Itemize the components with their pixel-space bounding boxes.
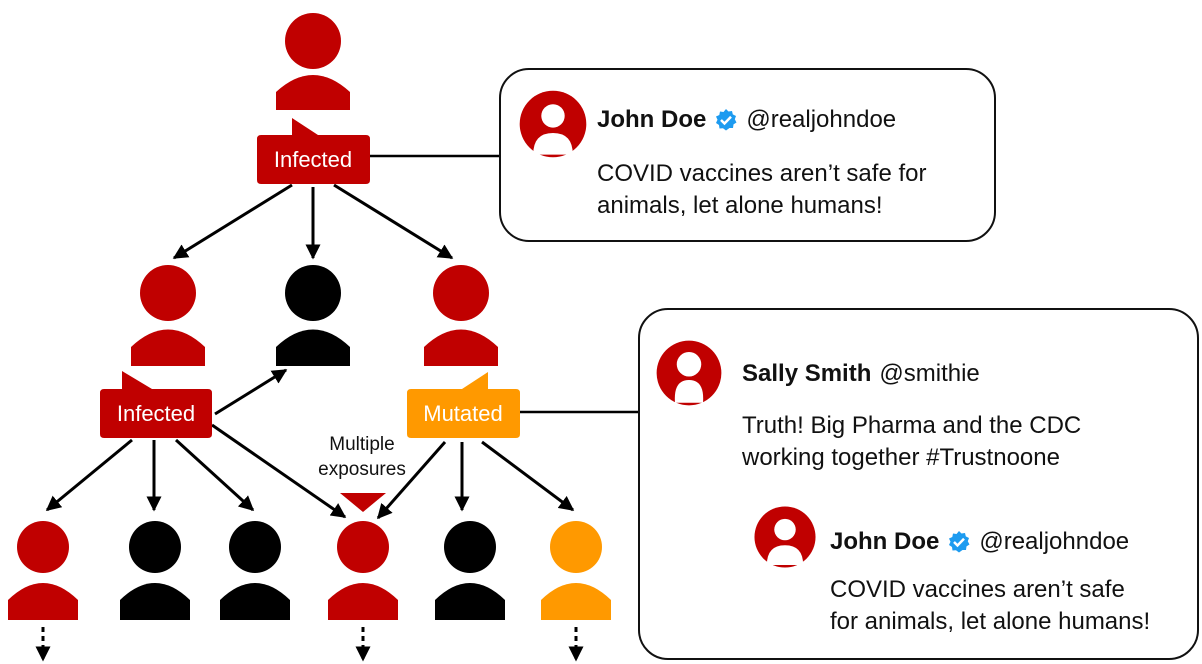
- arrow-infected-left: [45, 438, 133, 512]
- person-bottom-3: [220, 521, 290, 620]
- arrow-infected-to-multi: [211, 423, 347, 519]
- arrow-top-right: [333, 183, 454, 260]
- person-body: [120, 583, 190, 620]
- person-icon: [337, 521, 389, 573]
- tweet-text-line: animals, let alone humans!: [597, 192, 883, 219]
- avatar-icon: [754, 506, 816, 568]
- label-infected-top: Infected: [257, 118, 370, 184]
- label-bubble: [407, 372, 520, 438]
- quoted-author-handle[interactable]: @realjohndoe: [979, 528, 1130, 555]
- person-body: [424, 329, 498, 366]
- person-body: [276, 329, 350, 366]
- verified-badge-icon: [949, 531, 970, 553]
- tweet-header: Sally Smith @smithie: [742, 360, 980, 388]
- person-mid-right: [424, 265, 498, 366]
- tweet-text-line: COVID vaccines aren’t safe for: [597, 160, 927, 187]
- person-icon: [17, 521, 69, 573]
- arrow-infected-to-black: [214, 368, 288, 416]
- person-icon: [140, 265, 196, 321]
- person-body: [435, 583, 505, 620]
- label-bubble: [100, 371, 212, 438]
- quoted-tweet-text: COVID vaccines aren’t safe for animals, …: [830, 574, 1150, 638]
- person-bottom-5: [435, 521, 505, 620]
- tweet-text-line: Truth! Big Pharma and the CDC: [742, 412, 1082, 439]
- label-infected-text: Infected: [274, 147, 352, 172]
- author-name[interactable]: Sally Smith: [742, 360, 872, 387]
- tweet-text-line: COVID vaccines aren’t safe: [830, 576, 1125, 603]
- avatar-icon: [656, 340, 722, 406]
- person-top: [276, 13, 350, 110]
- tweet-card-1: John Doe @realjohndoe COVID vaccines are…: [499, 68, 996, 242]
- multiple-exposures-line2: exposures: [318, 459, 406, 480]
- person-body: [541, 583, 611, 620]
- person-icon: [433, 265, 489, 321]
- avatar-icon: [519, 90, 587, 158]
- arrows: [45, 183, 575, 520]
- person-bottom-2: [120, 521, 190, 620]
- person-body: [220, 583, 290, 620]
- person-mid-center: [276, 265, 350, 366]
- person-body: [328, 583, 398, 620]
- pointer-triangle: [340, 493, 386, 512]
- person-bottom-1: [8, 521, 78, 620]
- multiple-exposures-note: Multiple exposures: [318, 434, 406, 512]
- tweet-card-2: Sally Smith @smithie Truth! Big Pharma a…: [638, 308, 1199, 660]
- tweet-text-line: for animals, let alone humans!: [830, 608, 1151, 635]
- label-bubble: [257, 118, 370, 184]
- author-handle[interactable]: @realjohndoe: [746, 106, 897, 133]
- person-icon: [229, 521, 281, 573]
- person-icon: [129, 521, 181, 573]
- person-bottom-6: [541, 521, 611, 620]
- author-handle[interactable]: @smithie: [879, 360, 980, 387]
- tweet-text: Truth! Big Pharma and the CDC working to…: [742, 410, 1081, 474]
- label-infected-text: Infected: [117, 401, 195, 426]
- tweet-header: John Doe @realjohndoe: [597, 106, 896, 134]
- arrow-mutated-right: [481, 440, 575, 512]
- person-body: [131, 329, 205, 366]
- person-bottom-4: [328, 521, 398, 620]
- person-icon: [285, 265, 341, 321]
- label-infected-mid: Infected: [100, 371, 212, 438]
- quoted-tweet-header: John Doe @realjohndoe: [830, 528, 1129, 556]
- author-name[interactable]: John Doe: [597, 106, 707, 133]
- person-mid-left: [131, 265, 205, 366]
- label-mutated: Mutated: [407, 372, 520, 438]
- verified-badge-icon: [716, 109, 737, 131]
- multiple-exposures-line1: Multiple: [329, 434, 394, 455]
- label-mutated-text: Mutated: [423, 401, 503, 426]
- person-icon: [285, 13, 341, 69]
- arrow-top-left: [172, 183, 293, 260]
- tweet-text-line: working together #Trustnoone: [742, 444, 1060, 471]
- person-body: [8, 583, 78, 620]
- person-icon: [550, 521, 602, 573]
- person-icon: [444, 521, 496, 573]
- quoted-author-name[interactable]: John Doe: [830, 528, 940, 555]
- person-body: [276, 75, 350, 110]
- tweet-text: COVID vaccines aren’t safe for animals, …: [597, 158, 926, 222]
- arrow-infected-right: [174, 438, 255, 512]
- dashed-arrows: [35, 627, 584, 662]
- arrow-mutated-to-multi: [376, 441, 447, 520]
